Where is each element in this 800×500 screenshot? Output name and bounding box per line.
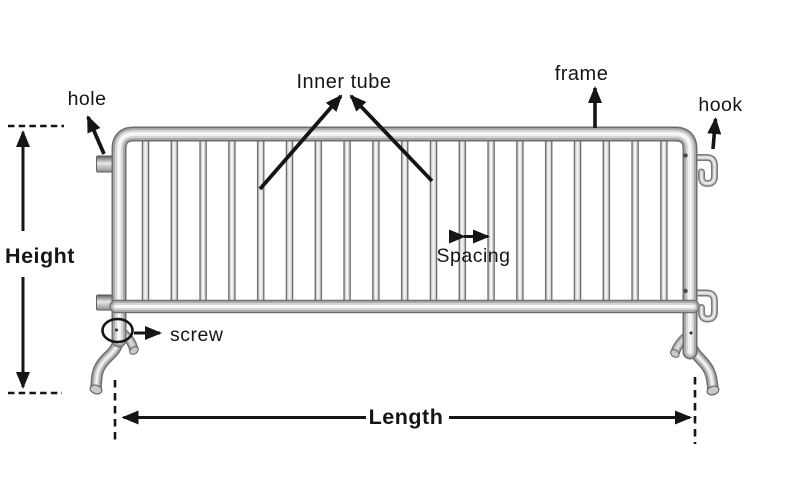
frame-tube bbox=[111, 126, 698, 360]
hole-tab-top bbox=[96, 155, 113, 173]
hook-bottom bbox=[687, 289, 718, 323]
inner-tubes bbox=[141, 139, 668, 303]
hook-top bbox=[687, 154, 718, 188]
length-measure: Length bbox=[113, 377, 697, 444]
screw-callout: screw bbox=[101, 317, 224, 346]
spacing-label: Spacing bbox=[437, 245, 511, 267]
screw-circle bbox=[101, 317, 134, 344]
frame-label: frame bbox=[555, 63, 609, 85]
frame-callout: frame bbox=[555, 63, 609, 128]
hook-rivet-bottom bbox=[683, 288, 688, 294]
hook-rivet-top bbox=[683, 153, 688, 158]
hook-callout: hook bbox=[698, 94, 742, 150]
spacing-callout: Spacing bbox=[437, 229, 511, 267]
inner-tube-label: Inner tube bbox=[296, 71, 391, 93]
inner-tube-arrow-right bbox=[349, 94, 434, 183]
screw-dot-right bbox=[689, 331, 693, 335]
hole-label: hole bbox=[68, 88, 107, 110]
length-label: Length bbox=[369, 405, 444, 429]
screw-dot-left bbox=[115, 328, 118, 332]
inner-tube-callout: Inner tube bbox=[258, 71, 434, 191]
height-label: Height bbox=[5, 244, 75, 268]
height-measure: Height bbox=[5, 124, 75, 395]
hole-arrow bbox=[86, 115, 106, 155]
inner-tube-arrow-left bbox=[258, 94, 343, 191]
screw-label: screw bbox=[170, 324, 224, 346]
hook-label: hook bbox=[698, 94, 742, 116]
hole-callout: hole bbox=[68, 88, 107, 155]
hook-arrow bbox=[707, 117, 722, 150]
